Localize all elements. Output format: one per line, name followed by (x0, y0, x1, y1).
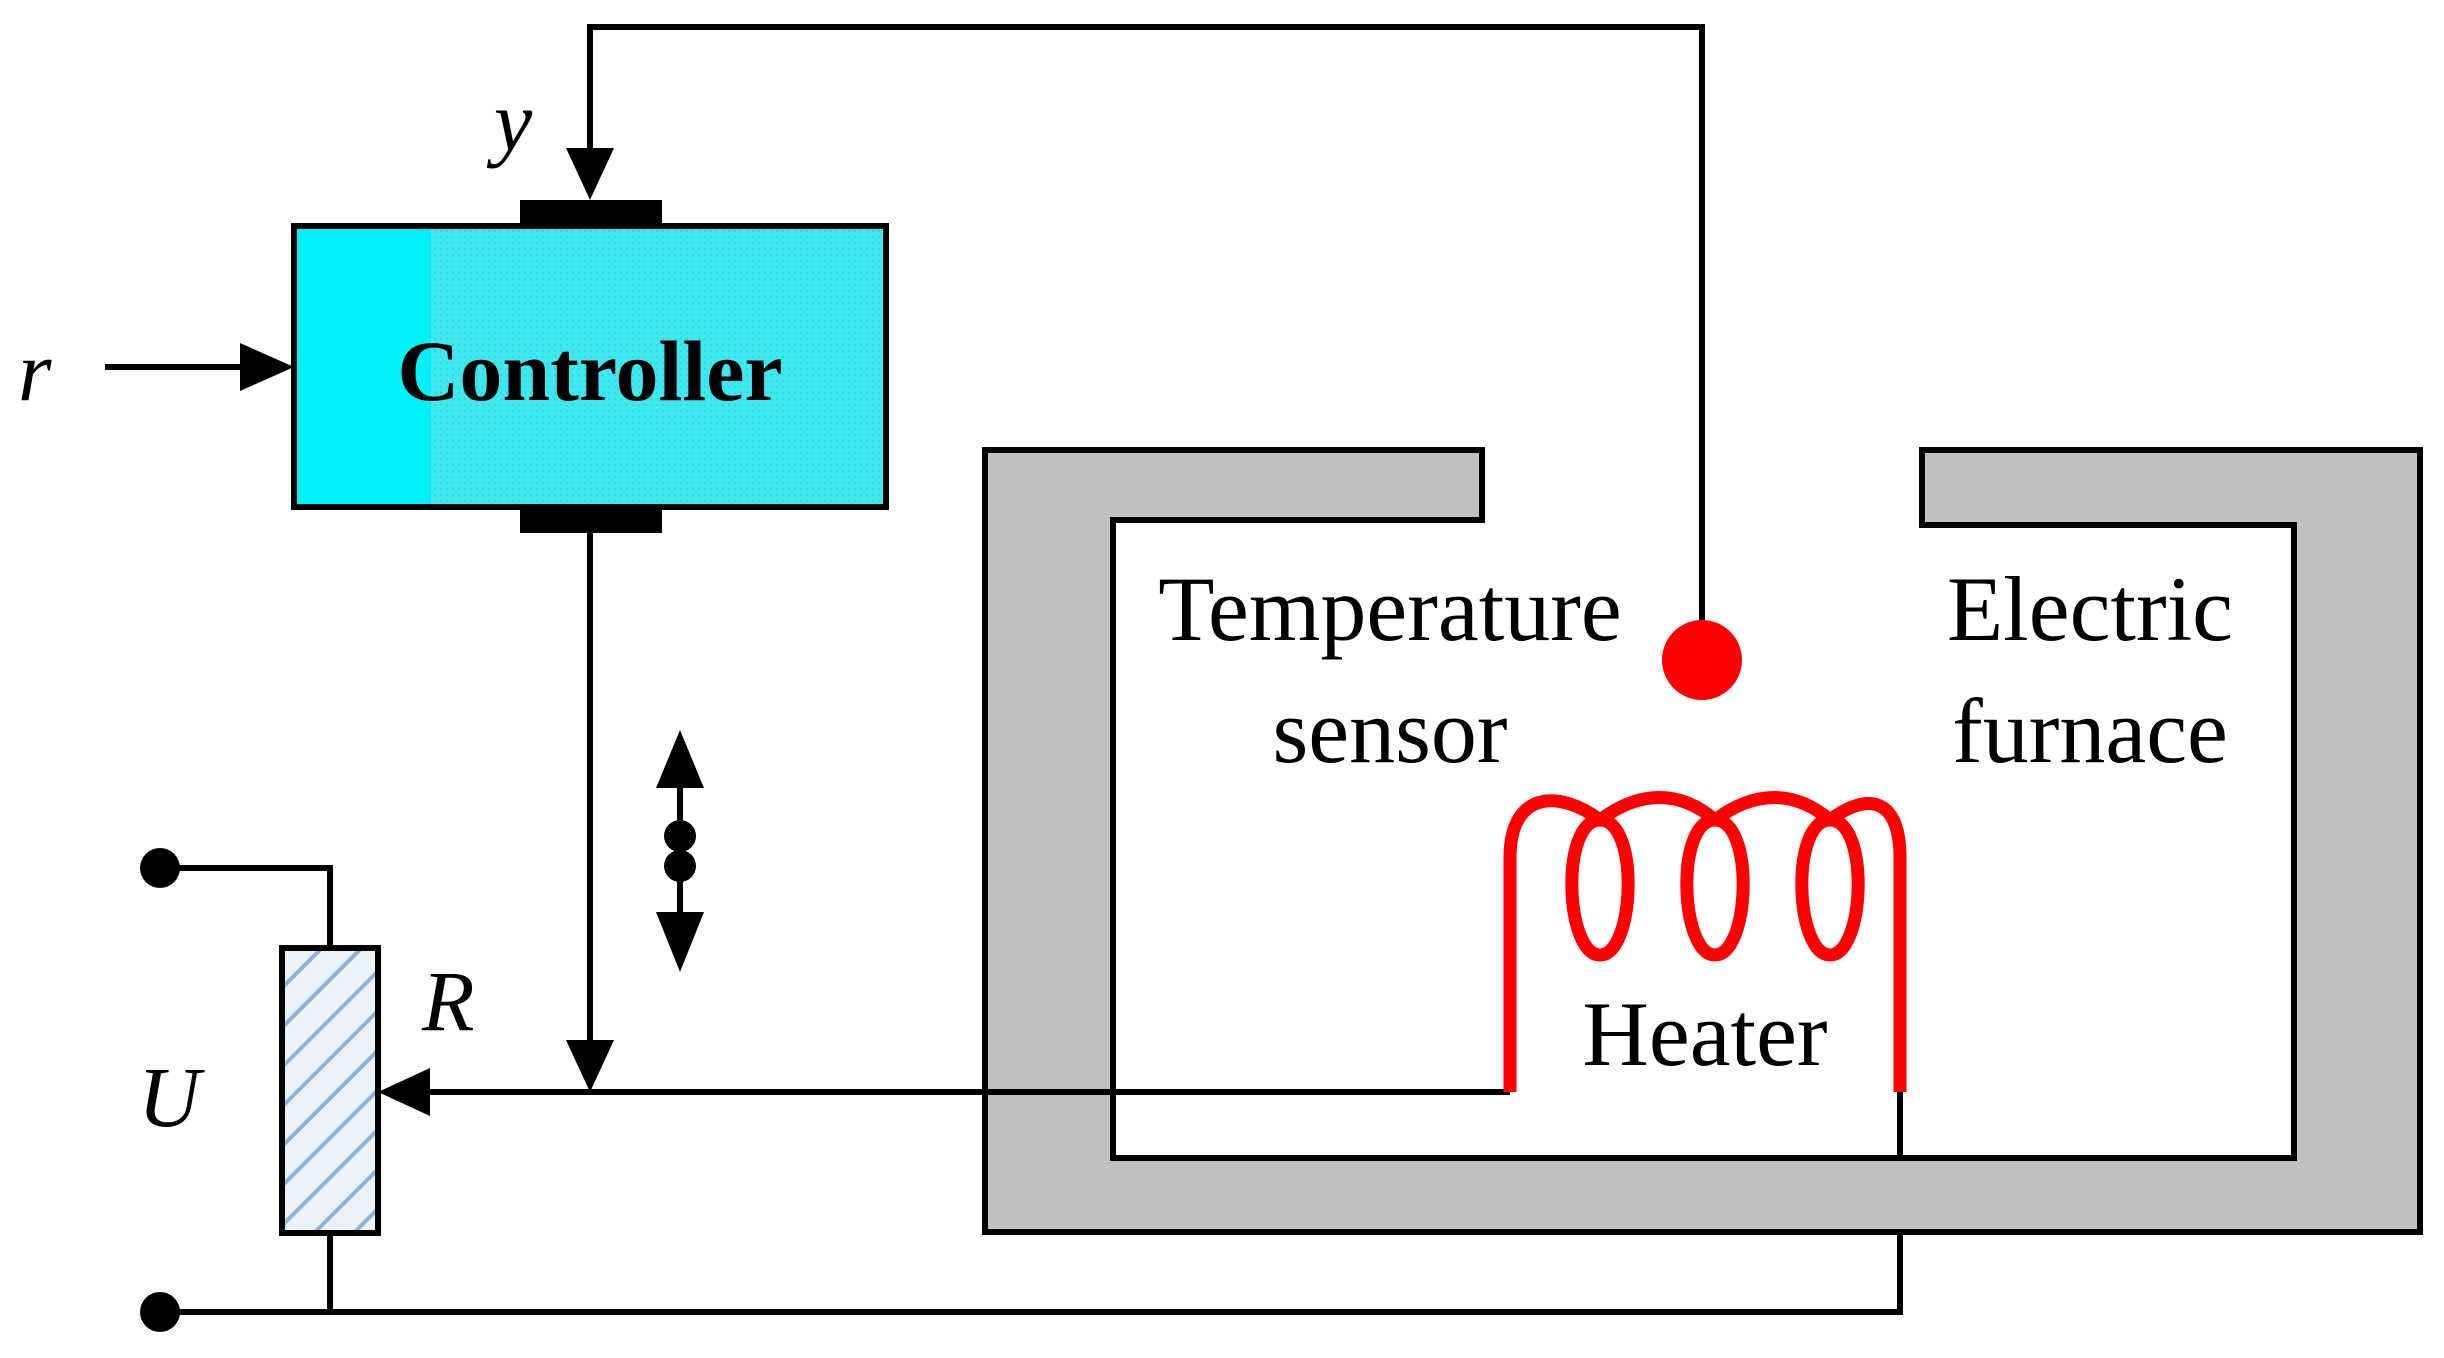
resistor-body (279, 945, 381, 1236)
return-wire (160, 1232, 1903, 1315)
heater-label: Heater (1582, 983, 1827, 1085)
furnace-label-line2: furnace (1952, 680, 2228, 782)
voltage-label: U (138, 1049, 205, 1145)
wiper-motion-icon (656, 730, 704, 972)
furnace-label-line1: Electric (1947, 558, 2233, 660)
feedback-wire (587, 24, 1705, 622)
resistor-top-wire (160, 865, 333, 948)
controller-box-left-band (297, 229, 431, 504)
supply-terminal-bottom (140, 1292, 180, 1332)
resistor-label: R (421, 953, 475, 1049)
temperature-sensor-dot (1662, 620, 1742, 700)
furnace-wall (982, 447, 2423, 1235)
feedback-label: y (486, 73, 533, 169)
controller-label: Controller (397, 323, 782, 419)
reference-input-arrowhead (240, 343, 294, 391)
supply-terminal-top (140, 848, 180, 888)
feedback-arrowhead (566, 148, 614, 200)
controller-output-arrowhead (566, 1040, 614, 1092)
reference-input-label: r (18, 323, 52, 419)
sensor-label-line1: Temperature (1158, 558, 1622, 660)
wiper-arrowhead (378, 1068, 430, 1116)
heater-coil (1503, 791, 1907, 1092)
sensor-label-line2: sensor (1272, 680, 1507, 782)
